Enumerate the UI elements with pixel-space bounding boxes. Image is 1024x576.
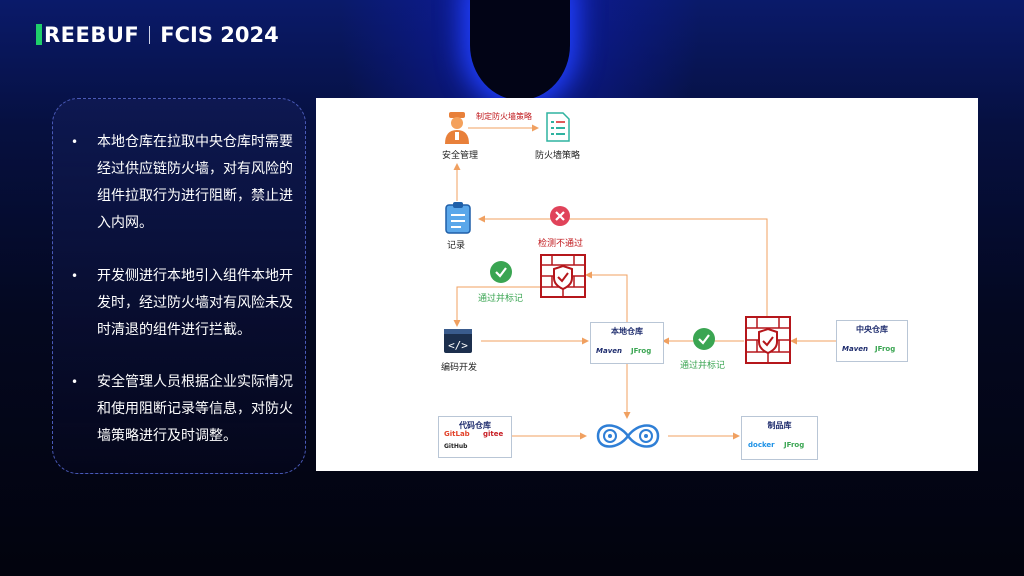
fcis-logo: FCIS 2024: [160, 23, 279, 47]
gitlab-logo: GitLab: [444, 430, 470, 438]
central-repo-title: 中央仓库: [856, 324, 888, 334]
pass-check-icon: [693, 328, 715, 350]
bullet-item: •开发侧进行本地引入组件本地开发时，经过防火墙对有风险未及时清退的组件进行拦截。: [71, 263, 293, 344]
arrow-firewall-to-coding: [453, 286, 541, 327]
devops-pipeline-icon: [596, 424, 660, 448]
pass-tag-label-right: 通过并标记: [680, 361, 726, 371]
artifact-repo-title: 制品库: [767, 420, 792, 430]
security-admin-icon: [445, 112, 469, 144]
code-repo-box: 代码仓库 GitLab gitee GitHub: [438, 416, 512, 458]
bullet-panel: •本地仓库在拉取中央仓库时需要经过供应链防火墙，对有风险的组件拉取行为进行阻断，…: [52, 98, 306, 474]
docker-logo: docker: [748, 441, 775, 449]
bullet-item: •本地仓库在拉取中央仓库时需要经过供应链防火墙，对有风险的组件拉取行为进行阻断，…: [71, 129, 293, 237]
artifact-repo-box: 制品库 docker JFrog: [741, 416, 818, 460]
central-repo-box: 中央仓库 Maven JFrog: [836, 320, 908, 362]
local-repo-box: 本地仓库 Maven JFrog: [590, 322, 664, 364]
record-label: 记录: [447, 241, 466, 251]
policy-document-icon: [546, 112, 570, 142]
jfrog-logo: JFrog: [631, 347, 652, 355]
local-repo-title: 本地仓库: [611, 326, 643, 336]
maven-logo: Maven: [596, 347, 622, 355]
fail-x-icon: [550, 206, 570, 226]
svg-text:</>: </>: [448, 339, 468, 352]
security-admin-label: 安全管理: [442, 151, 479, 161]
record-clipboard-icon: [445, 202, 471, 234]
supply-chain-diagram: 安全管理 防火墙策略 制定防火墙策略 记录 检测不通过: [316, 98, 978, 471]
bullet-text: 本地仓库在拉取中央仓库时需要经过供应链防火墙，对有风险的组件拉取行为进行阻断，禁…: [97, 134, 293, 231]
logo-separator: [149, 26, 151, 44]
coding-label: 编码开发: [441, 363, 478, 373]
firewall-policy-label: 防火墙策略: [535, 151, 581, 161]
jfrog-logo: JFrog: [875, 345, 896, 353]
code-repo-title: 代码仓库: [459, 420, 491, 430]
bullet-item: •安全管理人员根据企业实际情况和使用阻断记录等信息，对防火墙策略进行及时调整。: [71, 369, 293, 450]
pass-tag-label-left: 通过并标记: [478, 294, 524, 304]
make-policy-label: 制定防火墙策略: [476, 112, 532, 121]
header-logo: REEBUF FCIS 2024: [36, 22, 279, 48]
arrow-blocked-to-record: [478, 215, 768, 320]
github-logo: GitHub: [444, 443, 468, 450]
arrow-local-to-firewall: [585, 271, 628, 322]
jfrog-logo: JFrog: [784, 441, 805, 449]
pass-check-icon: [490, 261, 512, 283]
freebuf-logo: REEBUF: [36, 23, 139, 47]
gitee-logo: gitee: [483, 430, 504, 438]
diagram-connectors: [453, 124, 836, 440]
firewall-icon: [540, 254, 586, 298]
check-failed-label: 检测不通过: [538, 239, 584, 249]
bullet-text: 开发侧进行本地引入组件本地开发时，经过防火墙对有风险未及时清退的组件进行拦截。: [97, 268, 293, 338]
background-glow-shape: [470, 0, 570, 100]
code-editor-icon: </>: [444, 329, 472, 353]
bullet-text: 安全管理人员根据企业实际情况和使用阻断记录等信息，对防火墙策略进行及时调整。: [97, 374, 293, 444]
firewall-icon: [745, 316, 791, 364]
maven-logo: Maven: [842, 345, 868, 353]
